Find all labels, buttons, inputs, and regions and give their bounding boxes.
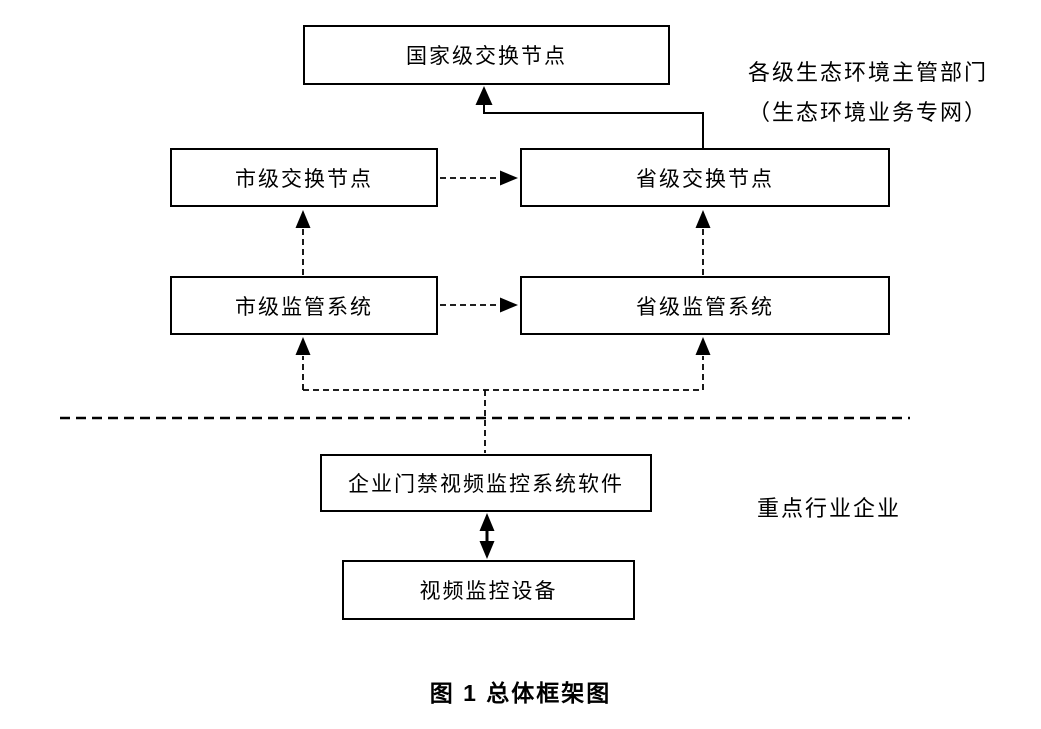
figure-caption: 图 1 总体框架图 (429, 680, 612, 706)
arrowhead-right-icon (500, 297, 518, 313)
arrowhead-up-icon (479, 513, 495, 531)
zone-label-enterprise-text: 重点行业企业 (757, 496, 902, 521)
arrowhead-down-icon (479, 541, 495, 559)
zone-label-enterprise: 重点行业企业 (757, 489, 901, 529)
connector-provincial-to-national (475, 86, 704, 149)
arrowhead-up-icon (295, 210, 311, 228)
node-national-exchange: 国家级交换节点 (303, 25, 670, 85)
arrowhead-up-icon (695, 210, 711, 228)
zone-label-government-line1: 各级生态环境主管部门 (748, 60, 989, 85)
node-enterprise-software-label: 企业门禁视频监控系统软件 (348, 472, 624, 496)
node-video-device-label: 视频监控设备 (419, 579, 558, 603)
arrowhead-up-icon (295, 337, 311, 355)
node-city-supervision: 市级监管系统 (170, 276, 438, 335)
node-provincial-exchange: 省级交换节点 (520, 148, 890, 207)
arrowhead-up-icon (695, 337, 711, 355)
node-provincial-supervision-label: 省级监管系统 (636, 294, 774, 319)
connector-enterprise-to-supervision-branch (295, 337, 711, 453)
connector-city-exchange-to-provincial-exchange (440, 170, 518, 186)
node-city-supervision-label: 市级监管系统 (235, 294, 373, 319)
zone-label-government-line2: （生态环境业务专网） (748, 100, 989, 125)
connector-city-supervision-to-provincial-supervision (440, 297, 518, 313)
arrowhead-up-icon (475, 86, 493, 105)
node-provincial-supervision: 省级监管系统 (520, 276, 890, 335)
node-city-exchange: 市级交换节点 (170, 148, 438, 207)
arrowhead-right-icon (500, 170, 518, 186)
connector-city-supervision-to-city-exchange (295, 210, 311, 275)
node-national-exchange-label: 国家级交换节点 (406, 44, 567, 68)
zone-label-government: 各级生态环境主管部门 （生态环境业务专网） (748, 53, 988, 133)
connector-enterprise-to-device-double-arrow (479, 513, 495, 559)
node-video-device: 视频监控设备 (342, 560, 635, 620)
node-provincial-exchange-label: 省级交换节点 (636, 166, 774, 191)
connector-provincial-supervision-to-provincial-exchange (695, 210, 711, 275)
node-enterprise-software: 企业门禁视频监控系统软件 (320, 454, 652, 512)
node-city-exchange-label: 市级交换节点 (235, 166, 373, 191)
